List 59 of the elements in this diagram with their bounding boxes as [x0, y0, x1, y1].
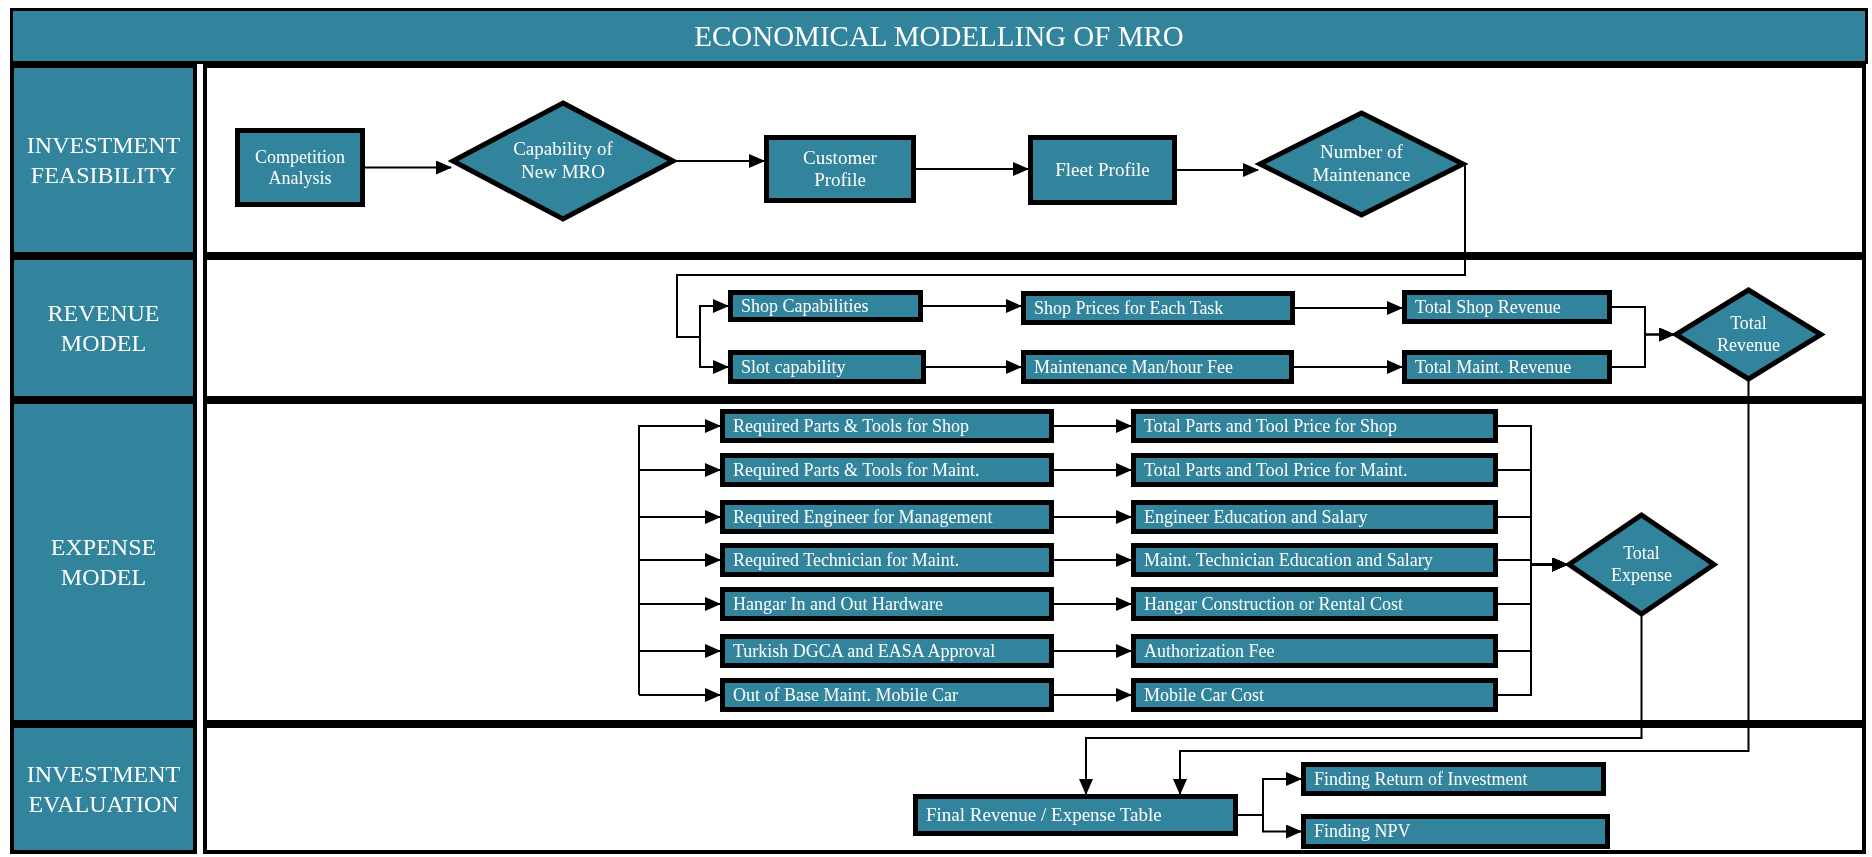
process-box: Fleet Profile: [1028, 135, 1177, 205]
process-box: Required Technician for Maint.: [720, 543, 1054, 577]
process-box: Hangar Construction or Rental Cost: [1131, 587, 1498, 621]
arrow: [922, 299, 1022, 313]
process-box: Total Maint. Revenue: [1402, 350, 1612, 384]
arrow: [1237, 814, 1302, 839]
arrow: [1079, 615, 1643, 795]
decision-diamond: [1674, 288, 1823, 381]
process-box: Required Parts & Tools for Maint.: [720, 453, 1054, 487]
process-box: Maintenance Man/hour Fee: [1021, 350, 1294, 384]
arrow: [1611, 327, 1675, 368]
diamond-label: Total Expense: [1610, 542, 1673, 587]
diamond-label: Capability of New MRO: [512, 138, 614, 184]
arrow: [638, 688, 721, 702]
process-box: Engineer Education and Salary: [1131, 500, 1498, 534]
process-box: Total Shop Revenue: [1402, 290, 1612, 324]
decision-diamond: [1567, 513, 1716, 616]
arrow: [1053, 553, 1132, 567]
process-box: Hangar In and Out Hardware: [720, 587, 1054, 621]
arrow: [364, 160, 452, 175]
process-box: Total Parts and Tool Price for Maint.: [1131, 453, 1498, 487]
process-box: Final Revenue / Expense Table: [913, 794, 1238, 836]
process-box: Out of Base Maint. Mobile Car: [720, 678, 1054, 712]
arrow: [915, 162, 1029, 176]
process-box: Customer Profile: [764, 135, 916, 203]
process-box: Finding Return of Investment: [1301, 762, 1606, 796]
arrow: [1293, 360, 1403, 374]
lane-label: INVESTMENT FEASIBILITY: [10, 64, 197, 256]
process-box: Required Parts & Tools for Shop: [720, 409, 1054, 443]
lane-label: INVESTMENT EVALUATION: [10, 724, 197, 854]
diamond-label: Number of Maintenance: [1311, 141, 1412, 187]
arrow: [1053, 510, 1132, 524]
process-box: Mobile Car Cost: [1131, 678, 1498, 712]
arrow: [1053, 688, 1132, 702]
arrow: [1176, 163, 1259, 177]
arrow: [1294, 301, 1403, 315]
title-banner: ECONOMICAL MODELLING OF MRO: [10, 8, 1868, 64]
process-box: Slot capability: [728, 350, 926, 384]
arrow: [674, 154, 765, 168]
process-box: Total Parts and Tool Price for Shop: [1131, 409, 1498, 443]
process-box: Competition Analysis: [235, 128, 365, 207]
process-box: Shop Prices for Each Task: [1021, 291, 1295, 325]
process-box: Shop Capabilities: [728, 290, 923, 322]
arrow: [1053, 597, 1132, 611]
arrow: [638, 644, 721, 696]
diamond-label: Total Revenue: [1716, 312, 1781, 357]
lane-label: EXPENSE MODEL: [10, 400, 197, 724]
arrow: [925, 360, 1022, 374]
process-box: Authorization Fee: [1131, 634, 1498, 668]
process-box: Maint. Technician Education and Salary: [1131, 543, 1498, 577]
process-box: Required Engineer for Management: [720, 500, 1054, 534]
arrow: [1053, 463, 1132, 477]
lane-label: REVENUE MODEL: [10, 256, 197, 400]
arrow: [1173, 380, 1750, 795]
arrow: [1053, 419, 1132, 433]
arrow: [1053, 644, 1132, 658]
process-box: Finding NPV: [1301, 814, 1610, 849]
arrow: [1497, 557, 1568, 696]
process-box: Turkish DGCA and EASA Approval: [720, 634, 1054, 668]
